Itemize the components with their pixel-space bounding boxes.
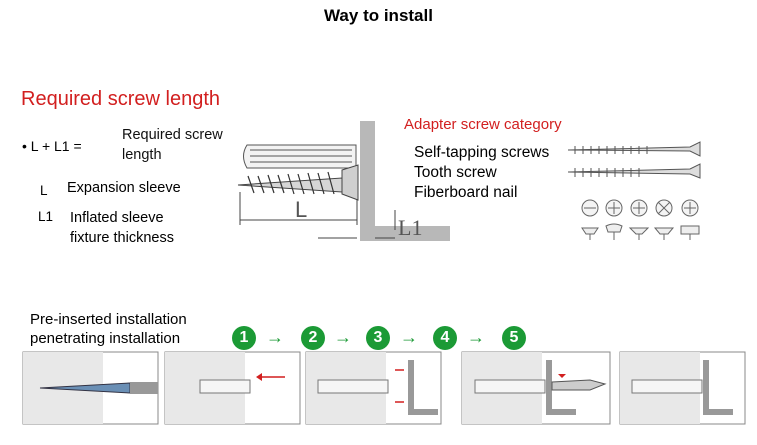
step-5-badge: 5 [502, 326, 526, 350]
l1-description: Inflated sleeve fixture thickness [70, 208, 174, 248]
step-panel-1 [22, 351, 159, 425]
required-length-heading: Required screw length [21, 88, 220, 110]
installation-types: Pre-inserted installation penetrating in… [30, 310, 187, 348]
category-fiberboard-nail: Fiberboard nail [414, 184, 518, 201]
wall-section [360, 121, 450, 241]
installation-type-pre-inserted: Pre-inserted installation [30, 311, 187, 328]
arrow-right-icon: → [400, 327, 418, 347]
expansion-sleeve [243, 144, 357, 169]
l1-symbol: L1 [38, 209, 54, 224]
formula-desc-line1: Required screw [122, 127, 223, 143]
step-1-badge: 1 [232, 326, 256, 350]
step-2-badge: 2 [301, 326, 325, 350]
screw-head-types-icon [581, 199, 699, 217]
screw [237, 164, 359, 201]
step-4-badge: 4 [433, 326, 457, 350]
length-formula: • L + L1 = [22, 138, 82, 154]
formula-desc-line2: length [122, 147, 162, 163]
step-panel-3 [305, 351, 442, 425]
arrow-right-icon: → [266, 327, 284, 347]
label-l: L [295, 197, 307, 222]
step-panel-2 [164, 351, 301, 425]
dimension-l [239, 192, 358, 225]
label-l1: L1 [398, 215, 422, 240]
arrow-right-icon: → [334, 327, 352, 347]
l1-desc-line2: fixture thickness [70, 230, 174, 246]
screw-profile-icons [581, 223, 700, 240]
tooth-screw-icon [567, 163, 701, 179]
category-tooth-screw: Tooth screw [414, 164, 497, 181]
adapter-category-heading: Adapter screw category [404, 116, 562, 133]
l-description: Expansion sleeve [67, 180, 181, 196]
formula-description: Required screw length [122, 125, 223, 165]
l-symbol: L [40, 183, 48, 198]
installation-type-penetrating: penetrating installation [30, 330, 181, 347]
category-self-tapping: Self-tapping screws [414, 144, 550, 161]
arrow-right-icon: → [467, 327, 485, 347]
page-title: Way to install [324, 6, 433, 25]
step-panel-5 [619, 351, 746, 425]
l1-desc-line1: Inflated sleeve [70, 210, 164, 226]
step-panel-4 [461, 351, 611, 425]
dimension-l1 [318, 210, 396, 239]
step-3-badge: 3 [366, 326, 390, 350]
self-tapping-screw-icon [567, 141, 701, 157]
